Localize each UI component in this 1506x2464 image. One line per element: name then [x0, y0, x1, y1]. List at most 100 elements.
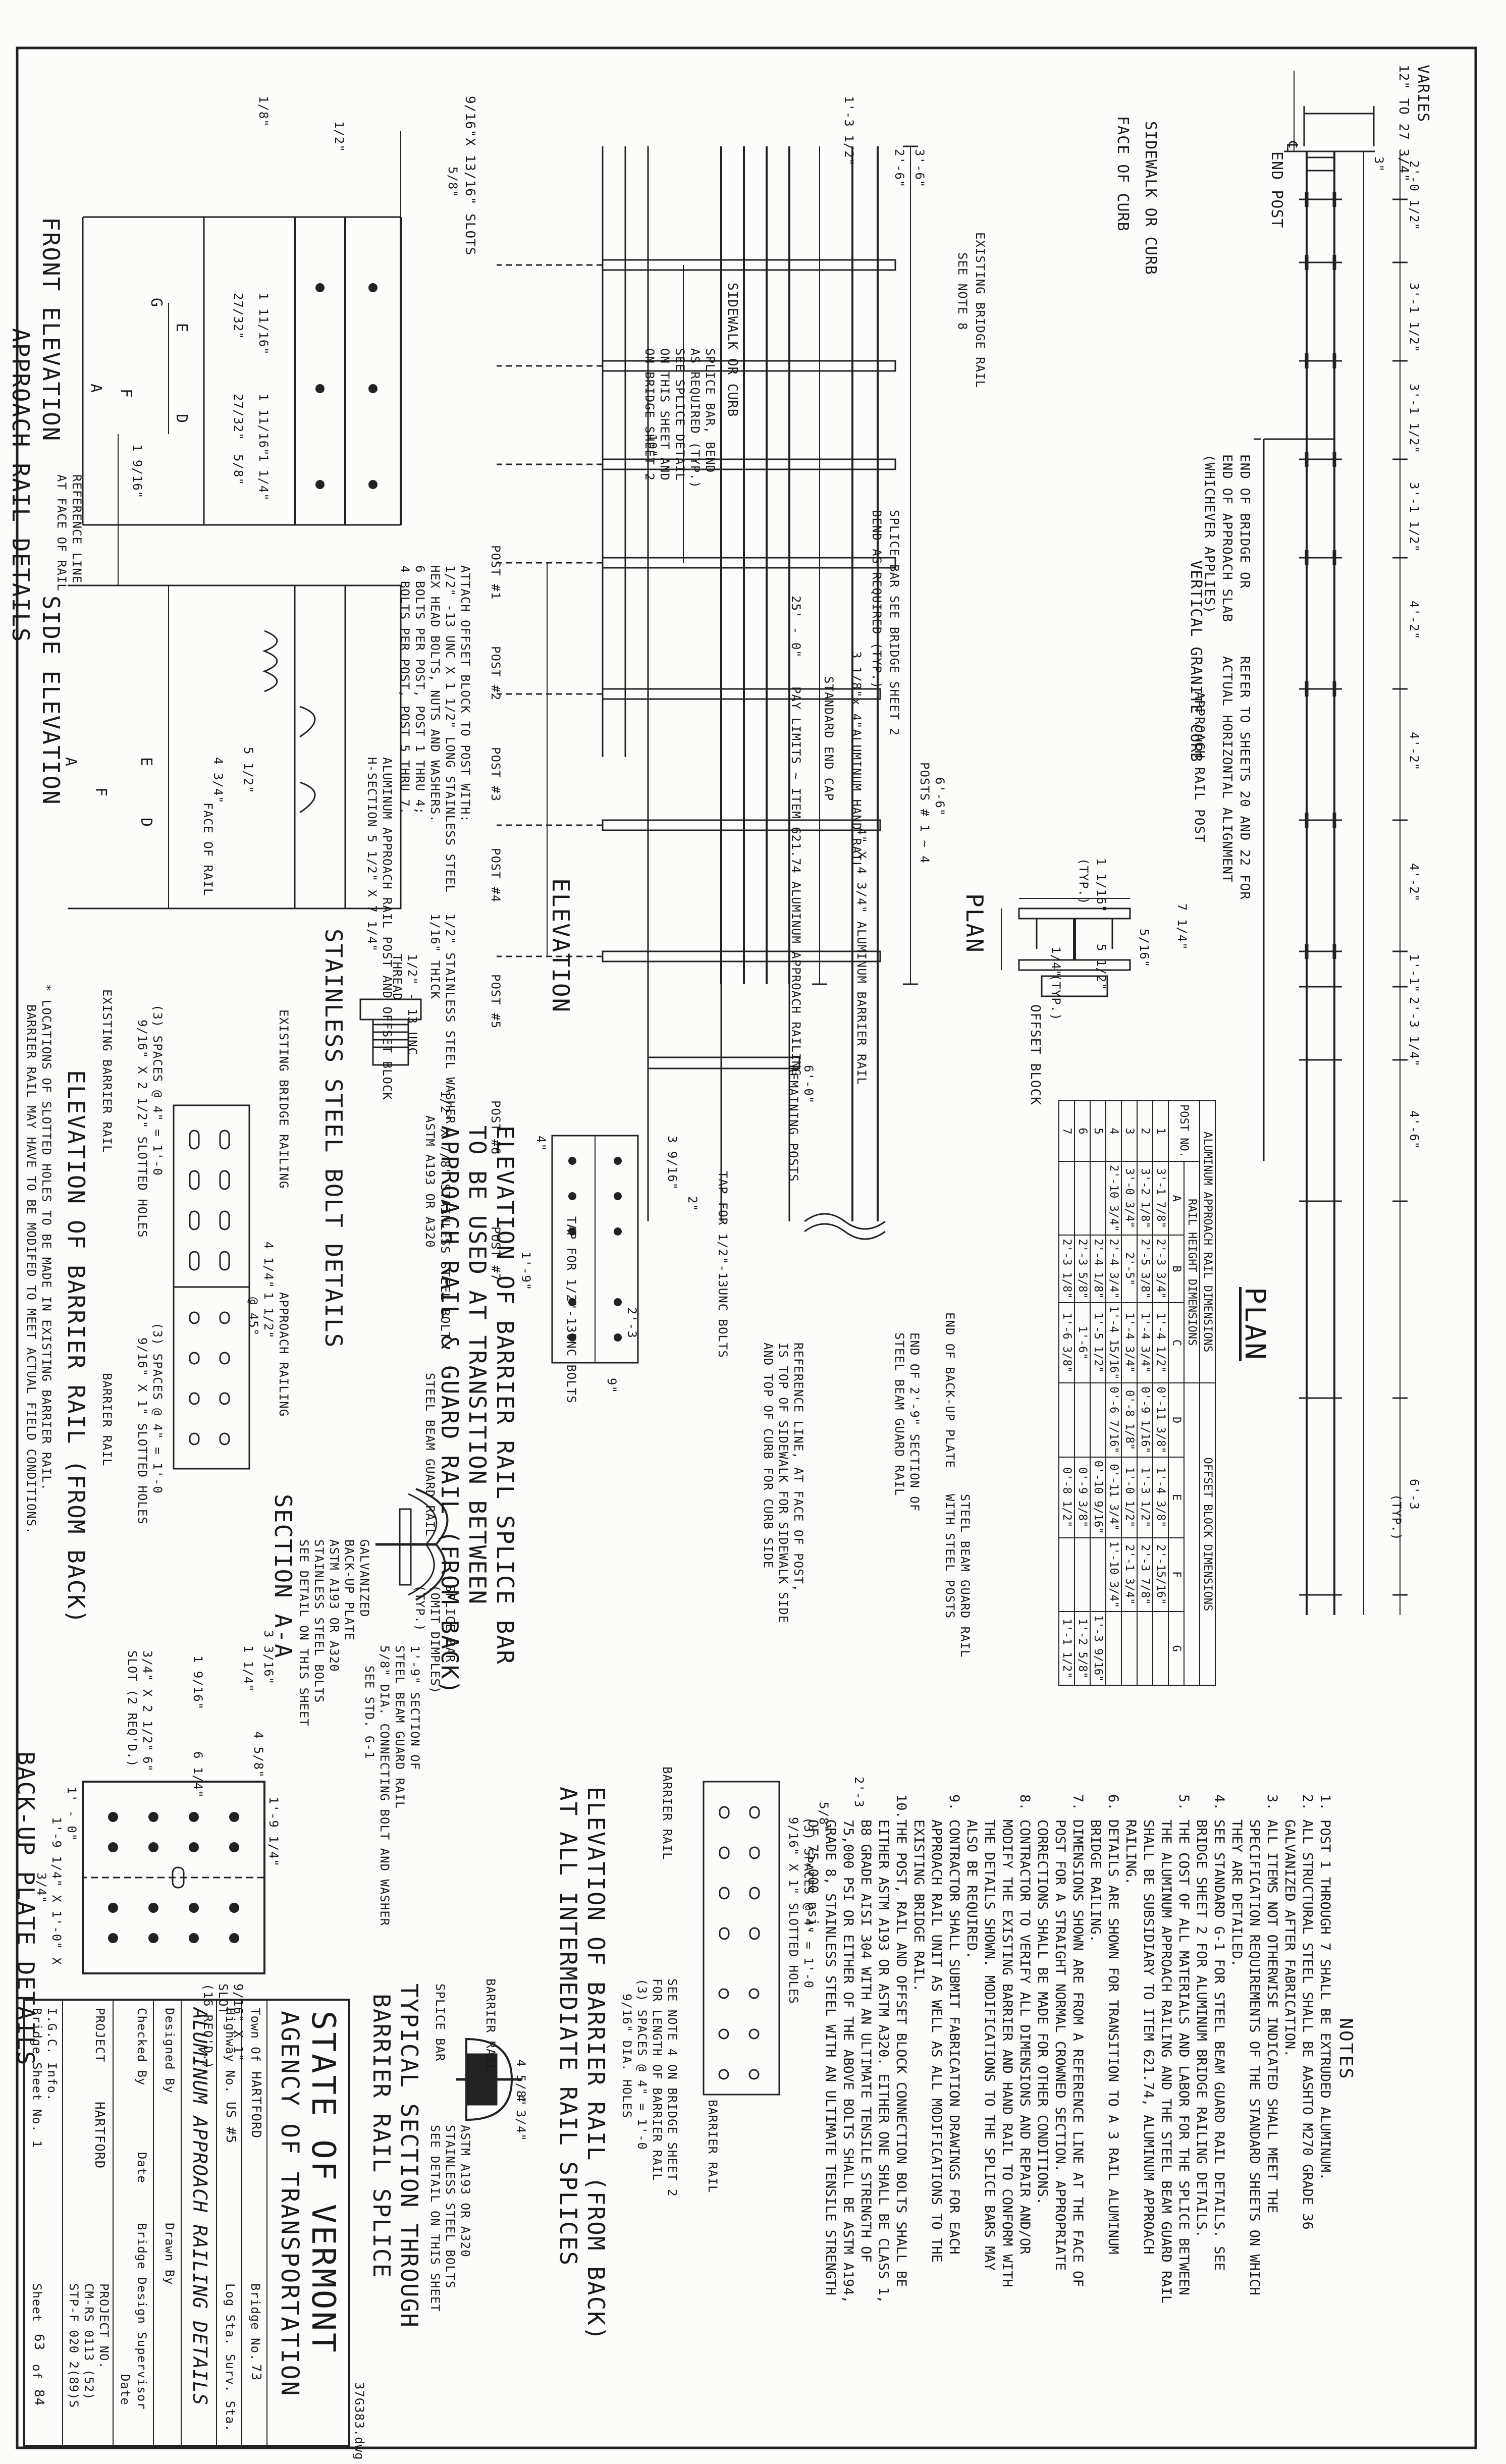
post-1-4-typ: (TYP.) [1049, 974, 1063, 1021]
alum-post-1: ALUMINUM APPROACH RAIL POST AND OFFSET B… [380, 757, 394, 1100]
table-cell: 7 [1059, 1101, 1074, 1161]
spaces-2: (3) SPACES @ 4" = 1'-0 [150, 1322, 165, 1494]
splice-omit-label: SPLICE BAR [443, 1585, 457, 1663]
note-text: CONTRACTOR SHALL SUBMIT FABRICATION DRAW… [911, 1819, 962, 2263]
post-5-16: 5/16" [1137, 929, 1151, 968]
table-cell [1059, 1161, 1074, 1236]
sheet-number: 63 [31, 2334, 46, 2351]
table-cell [1137, 1611, 1153, 1686]
plan-spacing-9: 2'-3 1/4" [1407, 997, 1421, 1067]
unc-label: 1/2" - 13 UNC [405, 954, 419, 1055]
barrier-rail-label: BARRIER RAIL [100, 1373, 114, 1467]
typ-barrier-rail: BARRIER RAIL [483, 1978, 498, 2072]
side-lbl-d: D [137, 818, 155, 828]
table-header-e: E [1168, 1457, 1184, 1538]
dim-4-1-4: 4 1/4" [261, 1242, 276, 1289]
note-text: CONTRACTOR TO VERIFY ALL DIMENSIONS AND … [964, 1819, 1033, 2287]
dim-6-6: 6'-6" [933, 777, 947, 817]
for-length: FOR LENGTH OF BARRIER RAIL [650, 1978, 664, 2181]
side-elevation [68, 584, 402, 909]
table-cell: 2 [1137, 1101, 1153, 1161]
notes-title: NOTES [1335, 2018, 1356, 2080]
section-aa [375, 1488, 449, 1601]
typ-see-detail: SEE DETAIL ON THIS SHEET [428, 2125, 442, 2312]
elevation-view [497, 145, 918, 1240]
table-cell: 0'-6 7/16" [1106, 1383, 1121, 1457]
on-this-sheet: ON THIS SHEET AND [658, 348, 672, 481]
bp-dim-1-9-4: 1'-9 1/4" [266, 1797, 281, 1867]
table-header-d: D [1168, 1383, 1184, 1457]
dim-1-9: 1'-9" [519, 1252, 533, 1291]
table-cell: 1'-0 1/2" [1121, 1457, 1137, 1538]
table-cell: 2'-3 1/8" [1059, 1235, 1074, 1303]
note-number: 9. [946, 1794, 962, 1811]
table-cell: 4 [1106, 1101, 1121, 1161]
astm-bolts: ASTM A193 OR A320 [327, 1539, 341, 1672]
table-cell: 0'-9 1/16" [1137, 1383, 1153, 1457]
table-cell [1074, 1537, 1090, 1612]
attach-line-1: ATTACH OFFSET BLOCK TO POST WITH: [458, 565, 472, 823]
bp-dim-3-3-16: 3 3/16" [261, 1630, 276, 1685]
refer-sheets-label: REFER TO SHEETS 20 AND 22 FOR [1237, 656, 1252, 900]
table-cell: 6 [1074, 1101, 1090, 1161]
attach-line-5: 4 BOLTS PER POST, POST 5 THRU 7. [398, 565, 412, 815]
steel-beam-1: STEEL BEAM GUARD RAIL [958, 1494, 972, 1658]
bp-slot-reqd: SLOT (2 REQ'D.) [125, 1650, 139, 1767]
bridge-sheet-no: Bridge Sheet No. 1 [30, 2008, 44, 2149]
thick-label: 1/16" THICK [428, 914, 442, 999]
splice-bar-bend: SPLICE BAR, BEND [703, 348, 717, 473]
typ-astm: ASTM A193 OR A320 [458, 2125, 472, 2258]
highway-value: US #5 [223, 2102, 238, 2144]
int-dim-5-8: 5/8" [817, 1802, 831, 1833]
ref-line-1: REFERENCE LINE, AT FACE OF POST, [791, 1343, 805, 1592]
elevation-title: ELEVATION [547, 878, 574, 1013]
front-lbl-g: G [147, 298, 165, 308]
project-no-1: CM-RS 0113 (52) [82, 2283, 96, 2400]
plan-spacing-10: 4'-6" [1407, 1110, 1421, 1150]
typical-title-2: BARRIER RAIL SPLICE [368, 1994, 395, 2279]
typ-stainless: STAINLESS STEEL BOLTS [443, 2125, 457, 2289]
table-cell [1059, 1537, 1074, 1612]
dim-4: 4" [534, 1136, 548, 1151]
table-cell: 1'-4 3/8" [1153, 1457, 1168, 1538]
post-typ: (TYP.) [1077, 858, 1091, 905]
table-cell [1090, 1383, 1106, 1457]
table-post-header: POST NO. [1168, 1101, 1200, 1161]
centerline-symbol: ℄ [1283, 141, 1301, 152]
note-item: 1.POST 1 THROUGH 7 SHALL BE EXTRUDED ALU… [1316, 1794, 1334, 2304]
table-cell [1106, 1611, 1121, 1686]
table-cell: 3'-2 1/8" [1137, 1161, 1153, 1236]
end-of-bridge-label: END OF BRIDGE OR [1237, 454, 1252, 589]
splice-steel-beam: STEEL BEAM GUARD RAIL [423, 1373, 437, 1537]
see-detail-label: SEE DETAIL ON THIS SHEET [297, 1539, 311, 1727]
intermediate-title-1: ELEVATION OF BARRIER RAIL (FROM BACK) [582, 1787, 610, 2341]
supervisor: Bridge Design Supervisor [135, 2223, 149, 2410]
table-cell: 0'-10 9/16" [1090, 1457, 1106, 1538]
note-number: 7. [1070, 1794, 1086, 1811]
attach-line-4: 6 BOLTS PER POST, POST 1 THRU 4; [413, 565, 427, 815]
table-cell: 3'-0 3/4" [1121, 1161, 1137, 1236]
table-cell: 1'-4 3/4" [1137, 1302, 1153, 1383]
note-number: 2. [1300, 1794, 1315, 1811]
notes-block: NOTES 1.POST 1 THROUGH 7 SHALL BE EXTRUD… [804, 1794, 1356, 2304]
dim-6-0: 6'-0" [801, 1065, 816, 1104]
slotted-3: 9/16" X 1" SLOTTED HOLES [786, 1817, 800, 2004]
alum-post-2: H-SECTION 5 1/2" X 7 1/4" [365, 757, 379, 952]
tap-bottom-label: TAP FOR 1/2"-13UNC BOLTS [564, 1216, 578, 1404]
table-cell: 2'-5 3/8" [1137, 1235, 1153, 1303]
table-cell: 3 [1121, 1101, 1137, 1161]
front-elevation-title: FRONT ELEVATION [37, 217, 65, 442]
dim-2-3: 2'-3 [625, 1307, 639, 1338]
table-cell: 0'-9 3/8" [1074, 1457, 1090, 1538]
table-cell: 1'-4 3/4" [1121, 1302, 1137, 1383]
intermediate-title-2: AT ALL INTERMEDIATE RAIL SPLICES [555, 1787, 582, 2267]
posts-1-4: POSTS # 1 ~ 4 [918, 762, 932, 864]
note-item: 2.ALL STRUCTURAL STEEL SHALL BE AASHTO M… [1281, 1794, 1316, 2304]
post-3-label: POST #3 [489, 747, 503, 802]
slotted-2: 9/16" X 1" SLOTTED HOLES [135, 1337, 149, 1525]
front-lbl-e: E [173, 323, 190, 333]
checked-by: Checked By [135, 2008, 149, 2086]
